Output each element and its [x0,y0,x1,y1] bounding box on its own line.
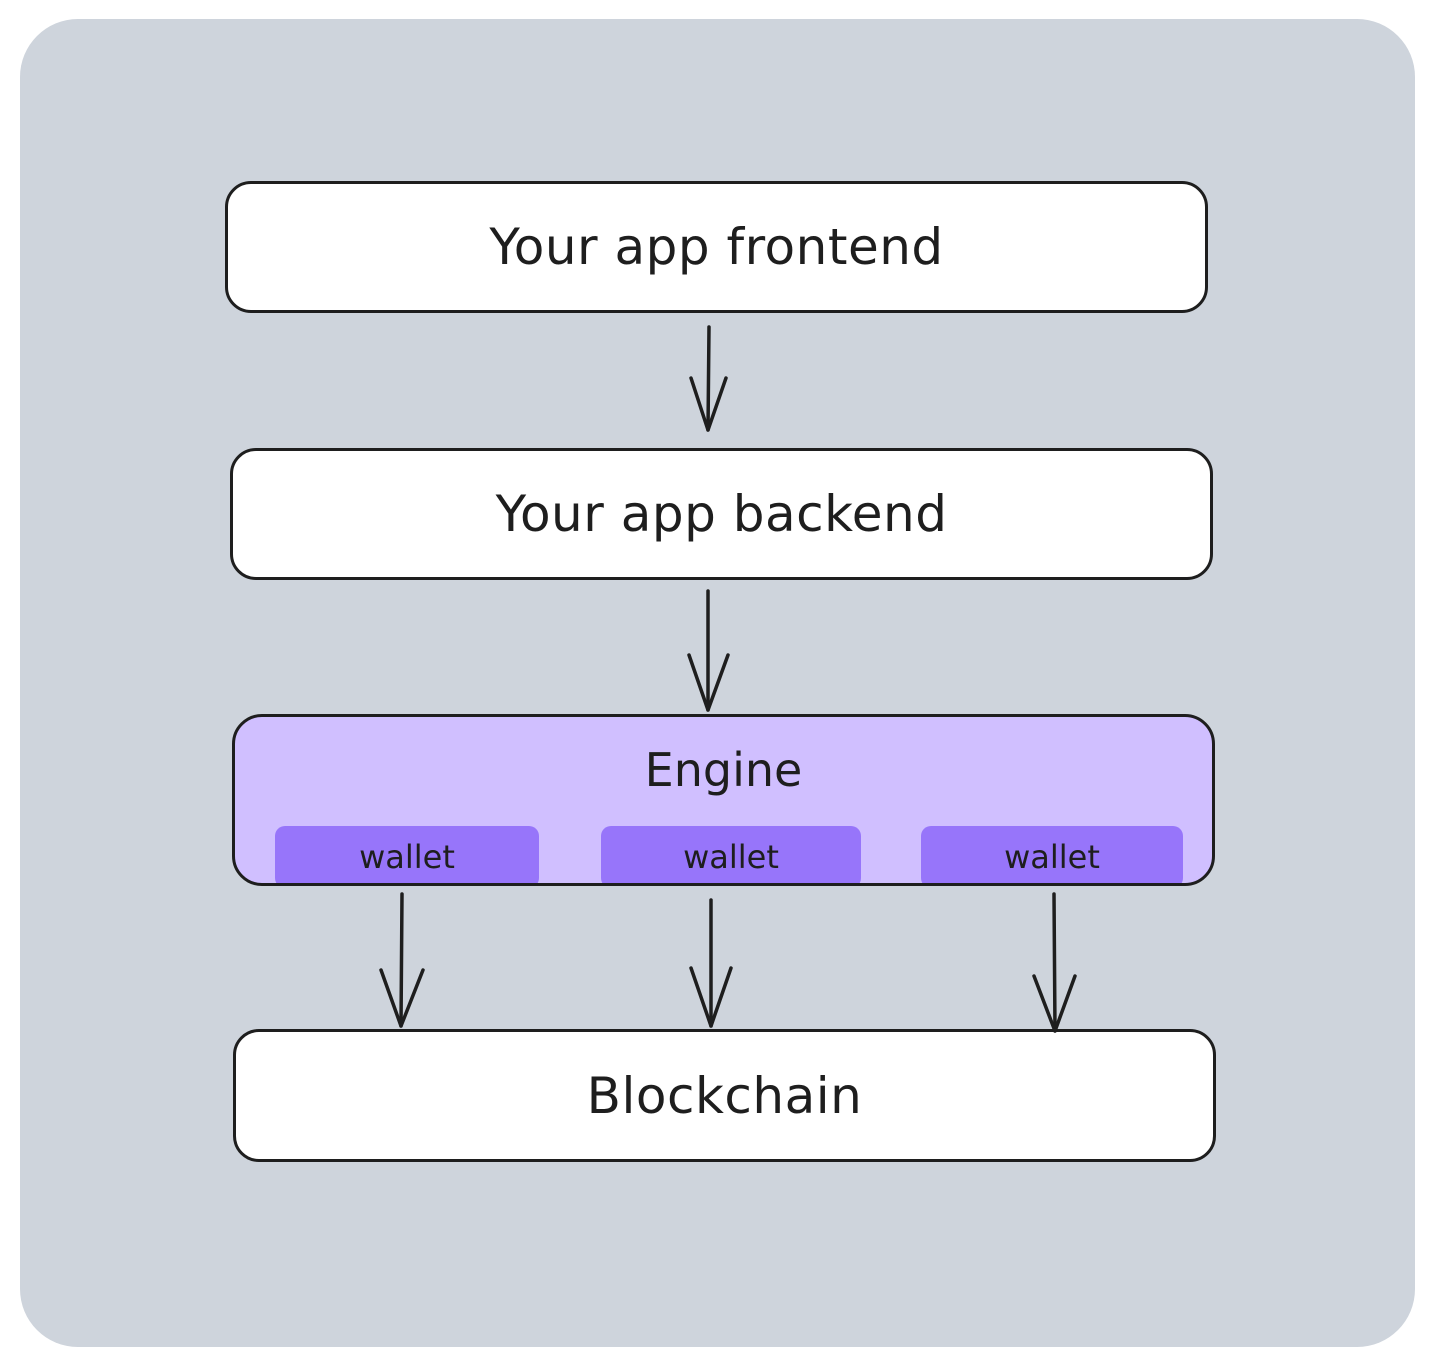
blockchain-node: Blockchain [233,1029,1216,1162]
backend-label: Your app backend [495,485,948,543]
engine-node: Engine wallet wallet wallet [232,714,1215,886]
blockchain-label: Blockchain [586,1066,863,1125]
wallet-label: wallet [1004,838,1100,876]
wallet-node: wallet [275,826,539,883]
wallet-node: wallet [921,826,1183,883]
wallet-label: wallet [683,838,779,876]
frontend-label: Your app frontend [489,218,944,276]
engine-label: Engine [644,743,803,797]
backend-node: Your app backend [230,448,1213,580]
wallet-label: wallet [359,838,455,876]
frontend-node: Your app frontend [225,181,1208,313]
wallet-node: wallet [601,826,861,883]
